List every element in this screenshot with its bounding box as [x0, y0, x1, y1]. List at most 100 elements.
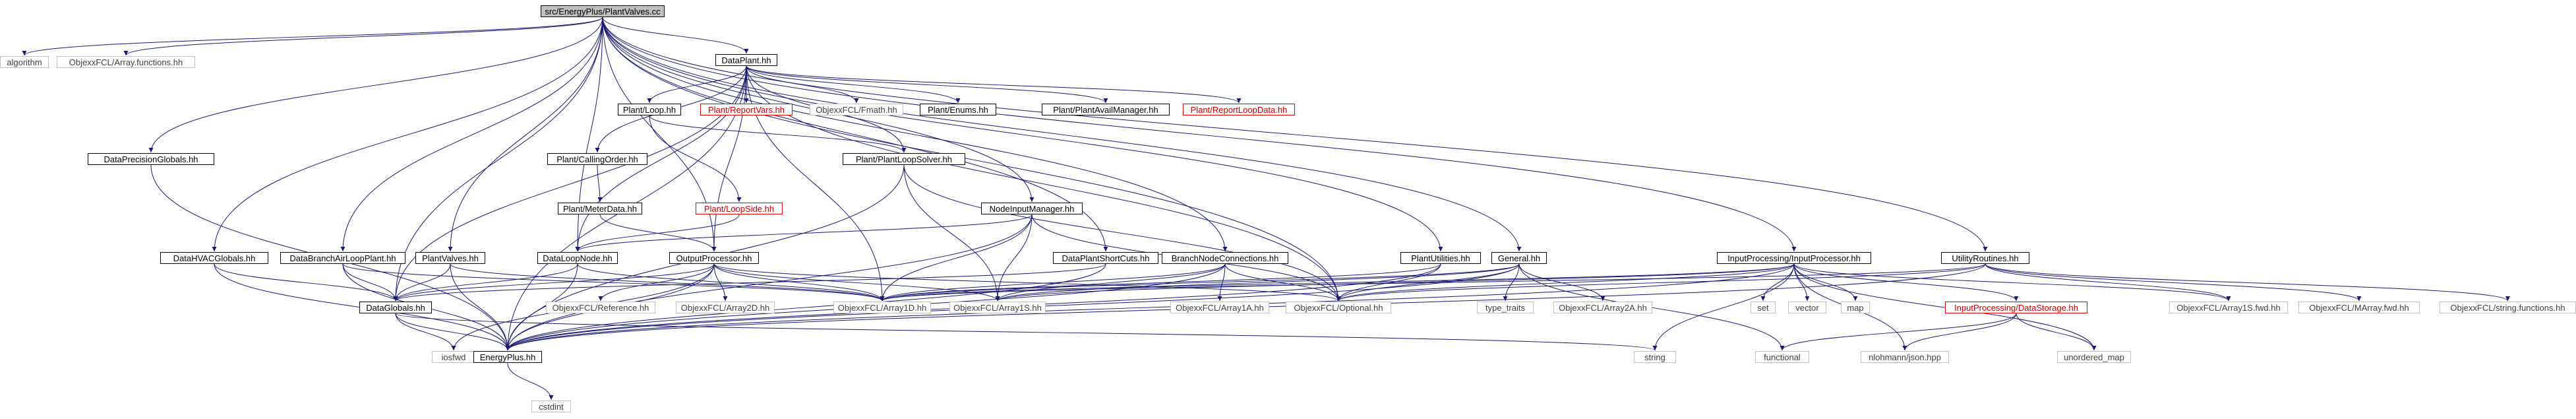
edge-utilroutines-to-marrayfwd: [1985, 263, 2362, 302]
node-reference[interactable]: ObjexxFCL/Reference.hh: [546, 302, 655, 313]
edge-plantvalves-to-dataglobals: [393, 263, 451, 302]
node-branchnode[interactable]: BranchNodeConnections.hh: [1162, 252, 1288, 264]
node-reportvars[interactable]: Plant/ReportVars.hh: [700, 104, 793, 115]
edge-shortcuts-to-dataglobals: [393, 263, 1106, 302]
edge-datastorage-to-json: [1902, 313, 2017, 351]
node-hvacglobals[interactable]: DataHVACGlobals.hh: [160, 252, 268, 264]
edge-hvacglobals-to-dataglobals: [214, 263, 398, 302]
node-map[interactable]: map: [1841, 302, 1870, 313]
node-meterdata[interactable]: Plant/MeterData.hh: [558, 203, 642, 214]
edge-plantloopsolver-to-optional: [903, 164, 1341, 302]
edge-branchnode-to-array1a: [1217, 263, 1226, 302]
node-branchair[interactable]: DataBranchAirLoopPlant.hh: [280, 252, 405, 264]
edge-nodeinput-to-array1d: [880, 214, 1033, 302]
node-plantloop[interactable]: Plant/Loop.hh: [618, 104, 681, 115]
node-string[interactable]: string: [1634, 351, 1676, 363]
edge-inputproc-to-map: [1793, 263, 1858, 302]
node-plantloopsolver[interactable]: Plant/PlantLoopSolver.hh: [843, 153, 965, 165]
edge-inputproc-to-array1sfwd: [1793, 263, 2231, 302]
edge-dataloopnode-to-dataglobals: [393, 263, 578, 302]
node-array1sfwd[interactable]: ObjexxFCL/Array1S.fwd.hh: [2169, 302, 2288, 313]
node-dataglobals[interactable]: DataGlobals.hh: [359, 302, 432, 313]
node-functional[interactable]: functional: [1755, 351, 1809, 363]
node-json[interactable]: nlohmann/json.hpp: [1861, 351, 1949, 363]
node-nodeinput[interactable]: NodeInputManager.hh: [981, 203, 1083, 214]
edge-nodeinput-to-energyplus: [505, 214, 1033, 351]
node-array2a[interactable]: ObjexxFCL/Array2A.hh: [1553, 302, 1652, 313]
edge-inputproc-to-datastorage: [1793, 263, 2019, 302]
edge-datastorage-to-functional: [1780, 313, 2017, 351]
node-optional[interactable]: ObjexxFCL/Optional.hh: [1286, 302, 1391, 313]
node-enums[interactable]: Plant/Enums.hh: [920, 104, 996, 115]
node-general[interactable]: General.hh: [1491, 252, 1547, 264]
edge-plantloop-to-plantloopsolver: [649, 115, 907, 153]
edge-branchair-to-dataglobals: [342, 263, 398, 302]
edge-plantloopsolver-to-array1s: [903, 164, 1000, 302]
edge-branchair-to-array1d: [342, 263, 885, 302]
node-array2d[interactable]: ObjexxFCL/Array2D.hh: [676, 302, 775, 313]
node-datastorage[interactable]: InputProcessing/DataStorage.hh: [1945, 302, 2087, 313]
node-inputproc[interactable]: InputProcessing/InputProcessor.hh: [1717, 252, 1871, 264]
edge-dataplant-to-enums: [746, 65, 961, 104]
edge-root-to-hvacglobals: [212, 16, 603, 252]
edge-dataplant-to-availmgr: [746, 65, 1108, 104]
node-marrayfwd[interactable]: ObjexxFCL/MArray.fwd.hh: [2298, 302, 2420, 313]
node-array1s[interactable]: ObjexxFCL/Array1S.hh: [949, 302, 1046, 313]
node-array1a[interactable]: ObjexxFCL/Array1A.hh: [1170, 302, 1269, 313]
node-root[interactable]: src/EnergyPlus/PlantValves.cc: [541, 5, 665, 17]
node-callingorder[interactable]: Plant/CallingOrder.hh: [547, 153, 647, 165]
edge-energyplus-to-cstdint: [507, 362, 554, 401]
node-arrayfn[interactable]: ObjexxFCL/Array.functions.hh: [57, 56, 195, 68]
node-dataloopnode[interactable]: DataLoopNode.hh: [537, 252, 618, 264]
edge-root-to-optional: [602, 16, 1341, 302]
edge-plantloop-to-loopside: [649, 115, 742, 203]
edge-utilroutines-to-optional: [1336, 263, 1986, 302]
node-precglobals[interactable]: DataPrecisionGlobals.hh: [88, 153, 214, 165]
node-typetraits[interactable]: type_traits: [1477, 302, 1534, 313]
node-vector[interactable]: vector: [1788, 302, 1826, 313]
node-stringfn[interactable]: ObjexxFCL/string.functions.hh: [2440, 302, 2576, 313]
edge-dataplant-to-dataloopnode: [575, 65, 747, 252]
edge-dataglobals-to-iosfwd: [395, 313, 456, 351]
node-availmgr[interactable]: Plant/PlantAvailManager.hh: [1042, 104, 1170, 115]
edge-nodeinput-to-array1s: [995, 214, 1033, 302]
node-plantvalves[interactable]: PlantValves.hh: [415, 252, 485, 264]
edge-general-to-array1d: [880, 263, 1520, 302]
node-fmath[interactable]: ObjexxFCL/Fmath.hh: [810, 104, 903, 115]
node-outputproc[interactable]: OutputProcessor.hh: [669, 252, 759, 264]
node-array1d[interactable]: ObjexxFCL/Array1D.hh: [833, 302, 931, 313]
edge-outputproc-to-optional: [713, 263, 1341, 302]
edge-dataplant-to-reportloop: [746, 65, 1242, 104]
edge-general-to-typetraits: [1503, 263, 1520, 302]
edge-root-to-plantutil: [602, 16, 1443, 252]
node-algorithm[interactable]: algorithm: [0, 56, 49, 68]
node-umap[interactable]: unordered_map: [2057, 351, 2131, 363]
edge-inputproc-to-optional: [1336, 263, 1795, 302]
edge-branchnode-to-array1d: [880, 263, 1226, 302]
edge-root-to-utilroutines: [602, 16, 1988, 252]
node-shortcuts[interactable]: DataPlantShortCuts.hh: [1053, 252, 1158, 264]
node-utilroutines[interactable]: UtilityRoutines.hh: [1941, 252, 2029, 264]
edge-branchnode-to-optional: [1224, 263, 1341, 302]
node-cstdint[interactable]: cstdint: [531, 401, 571, 412]
node-reportloop[interactable]: Plant/ReportLoopData.hh: [1183, 104, 1295, 115]
node-plantutil[interactable]: PlantUtilities.hh: [1400, 252, 1481, 264]
node-set[interactable]: set: [1751, 302, 1776, 313]
edge-general-to-array1s: [995, 263, 1520, 302]
edge-root-to-dataglobals: [393, 16, 603, 302]
edge-outputproc-to-array1d: [713, 263, 885, 302]
node-loopside[interactable]: Plant/LoopSide.hh: [696, 203, 783, 214]
node-energyplus[interactable]: EnergyPlus.hh: [473, 351, 542, 363]
edge-plantvalves-to-array1d: [450, 263, 885, 302]
edge-plantvalves-to-energyplus: [450, 263, 510, 351]
edge-dataplant-to-outputproc: [711, 65, 747, 252]
edge-root-to-algorithm: [22, 16, 603, 56]
edge-outputproc-to-array1s: [713, 263, 1000, 302]
edge-root-to-general: [602, 16, 1522, 252]
edge-dataglobals-to-energyplus: [395, 313, 510, 351]
edge-dataglobals-to-string: [395, 313, 1658, 351]
edge-datastorage-to-umap: [2016, 313, 2097, 351]
node-dataplant[interactable]: DataPlant.hh: [715, 54, 777, 66]
edge-inputproc-to-array1d: [880, 263, 1795, 302]
node-iosfwd[interactable]: iosfwd: [432, 351, 475, 363]
